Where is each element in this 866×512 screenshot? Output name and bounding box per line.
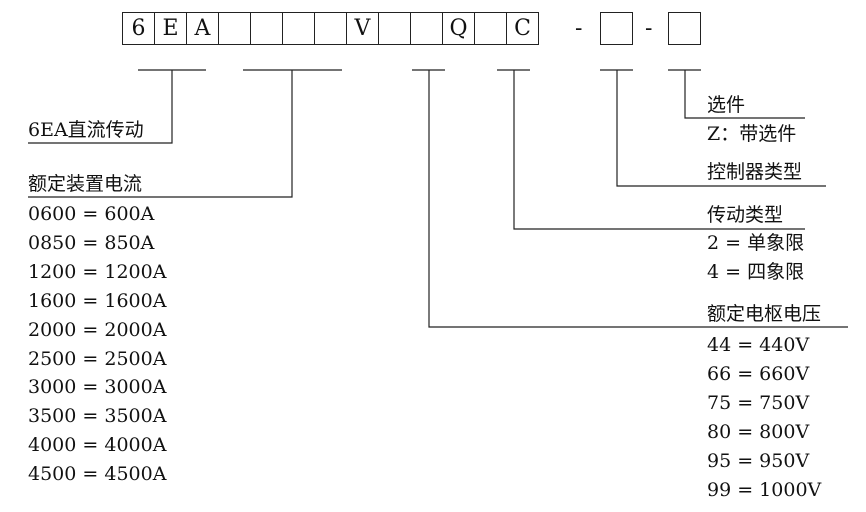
list-item: 0850 = 850A (28, 231, 155, 254)
list-item: 4000 = 4000A (28, 434, 167, 457)
list-item: 3000 = 3000A (28, 376, 167, 399)
suffix-box-controller (600, 12, 633, 45)
list-item: 75 = 750V (707, 391, 810, 414)
code-box (282, 12, 315, 45)
code-box: V (346, 12, 379, 45)
list-item: 1600 = 1600A (28, 289, 167, 312)
code-box (250, 12, 283, 45)
list-item: 44 = 440V (707, 334, 810, 356)
label-rated-current: 额定装置电流 (28, 173, 143, 195)
label-drive-type: 传动类型 (707, 204, 784, 226)
leader-voltage (428, 70, 848, 328)
list-item: 2500 = 2500A (28, 347, 167, 370)
list-item: 1200 = 1200A (28, 260, 167, 283)
code-box: 6 (122, 12, 155, 45)
code-box: C (506, 12, 539, 45)
code-box (410, 12, 443, 45)
code-box (218, 12, 251, 45)
list-item: 3500 = 3500A (28, 405, 167, 428)
model-code-boxes: 6 E A V Q C (122, 12, 539, 45)
label-rated-armature-voltage: 额定电枢电压 (707, 303, 822, 325)
list-item: 0600 = 600A (28, 203, 155, 225)
leader-options (684, 70, 805, 119)
separator-dash: - (575, 16, 583, 41)
label-options-z: Z：带选件 (707, 123, 797, 145)
code-box (314, 12, 347, 45)
code-box: Q (442, 12, 475, 45)
leader-controller (616, 70, 826, 187)
code-box: A (186, 12, 219, 45)
list-item: 2 = 单象限 (707, 232, 805, 254)
list-item: 66 = 660V (707, 362, 810, 385)
label-product: 6EA直流传动 (28, 119, 144, 141)
code-box (378, 12, 411, 45)
suffix-box-options (668, 12, 701, 45)
list-item: 95 = 950V (707, 449, 810, 472)
list-item: 2000 = 2000A (28, 318, 167, 341)
leader-drive (513, 70, 805, 230)
current-list: 0600 = 600A 0850 = 850A 1200 = 1200A 160… (28, 200, 166, 489)
leader-product (28, 70, 173, 144)
label-controller-type: 控制器类型 (707, 161, 803, 183)
label-options: 选件 (707, 94, 746, 116)
list-item: 4 = 四象限 (707, 260, 805, 283)
drive-list: 2 = 单象限 4 = 四象限 (707, 229, 804, 287)
code-box (474, 12, 507, 45)
list-item: 4500 = 4500A (28, 463, 167, 486)
list-item: 80 = 800V (707, 420, 810, 443)
code-box: E (154, 12, 187, 45)
separator-dash: - (645, 16, 653, 41)
leader-current (28, 70, 293, 198)
voltage-list: 44 = 440V 66 = 660V 75 = 750V 80 = 800V … (707, 331, 821, 504)
list-item: 99 = 1000V (707, 478, 822, 501)
